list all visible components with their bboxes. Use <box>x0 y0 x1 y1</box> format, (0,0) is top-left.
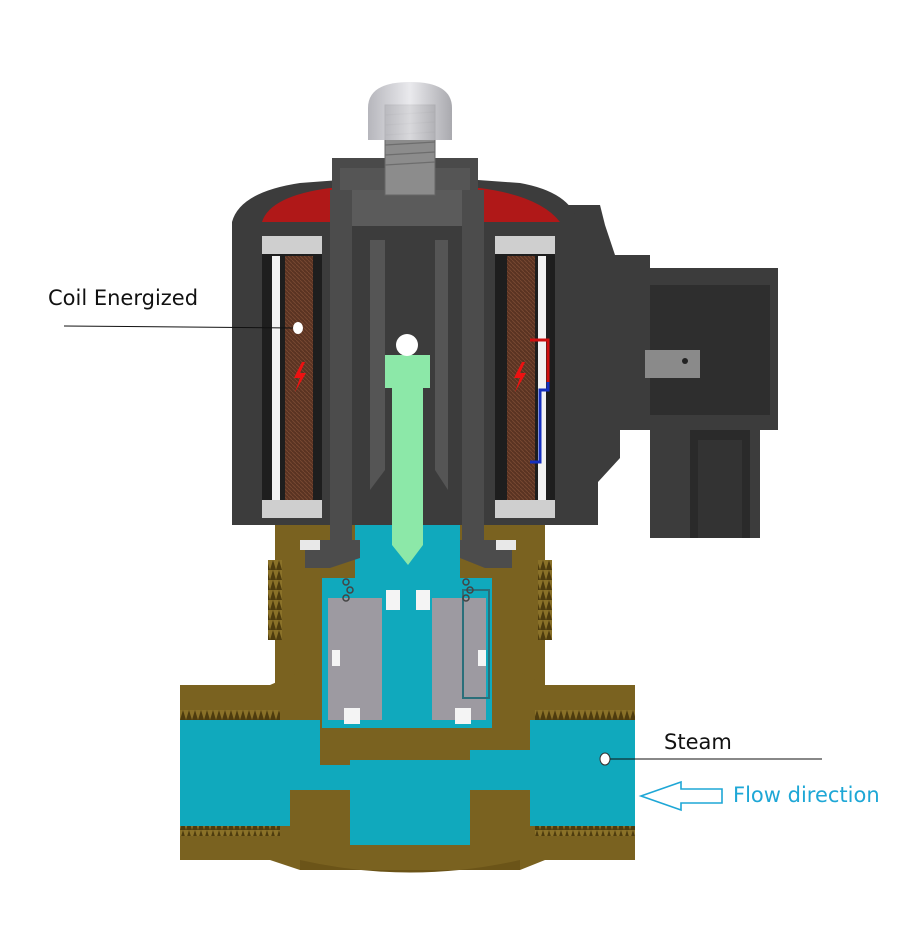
steam-label: Steam <box>664 730 732 754</box>
coil-energized-label: Coil Energized <box>48 286 199 310</box>
armature-tube <box>300 82 516 568</box>
steam-marker <box>599 752 611 766</box>
coil-marker <box>293 322 303 334</box>
coil-leader-line <box>63 325 294 329</box>
lightning-icon <box>514 362 526 392</box>
flow-arrow-icon <box>638 780 723 812</box>
valve-seat <box>328 578 490 724</box>
plunger-ball <box>396 334 418 356</box>
flow-direction-label: Flow direction <box>733 783 880 807</box>
plunger <box>385 355 430 565</box>
dome-cap <box>368 82 452 140</box>
lightning-icon <box>294 362 306 392</box>
solenoid-housing <box>232 158 778 538</box>
